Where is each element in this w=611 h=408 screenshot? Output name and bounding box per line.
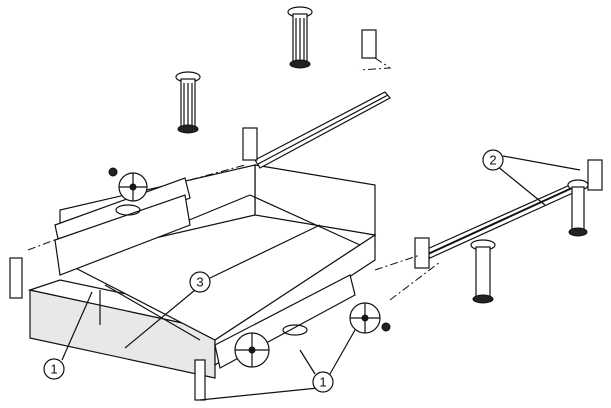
leader-lines: [61, 155, 581, 401]
svg-text:2: 2: [489, 153, 496, 168]
adjustable-leg-right: [567, 179, 589, 237]
svg-text:1: 1: [319, 375, 326, 390]
callout-3: 3: [189, 271, 211, 293]
callout-1-right: 1: [312, 371, 334, 393]
bracket-left: [9, 257, 23, 299]
callout-2: 2: [482, 149, 504, 171]
side-rail: [414, 159, 603, 269]
rail-bracket-front: [414, 237, 430, 269]
right-drawer-side: [194, 274, 391, 401]
back-rail: [242, 91, 391, 169]
rail-bracket: [242, 127, 258, 161]
adjustable-leg-lower: [470, 239, 496, 304]
screw-left: [108, 167, 118, 177]
rail-bracket-rear: [587, 159, 603, 191]
callout-1-left: 1: [43, 358, 65, 380]
screw-right: [381, 322, 391, 332]
bracket-front: [194, 359, 206, 401]
adjustable-leg-mid: [175, 71, 201, 134]
svg-text:1: 1: [50, 362, 57, 377]
adjustable-leg-top: [287, 6, 377, 69]
left-drawer-side: [9, 167, 191, 299]
svg-text:3: 3: [196, 275, 203, 290]
assembly-lines: [27, 57, 441, 301]
